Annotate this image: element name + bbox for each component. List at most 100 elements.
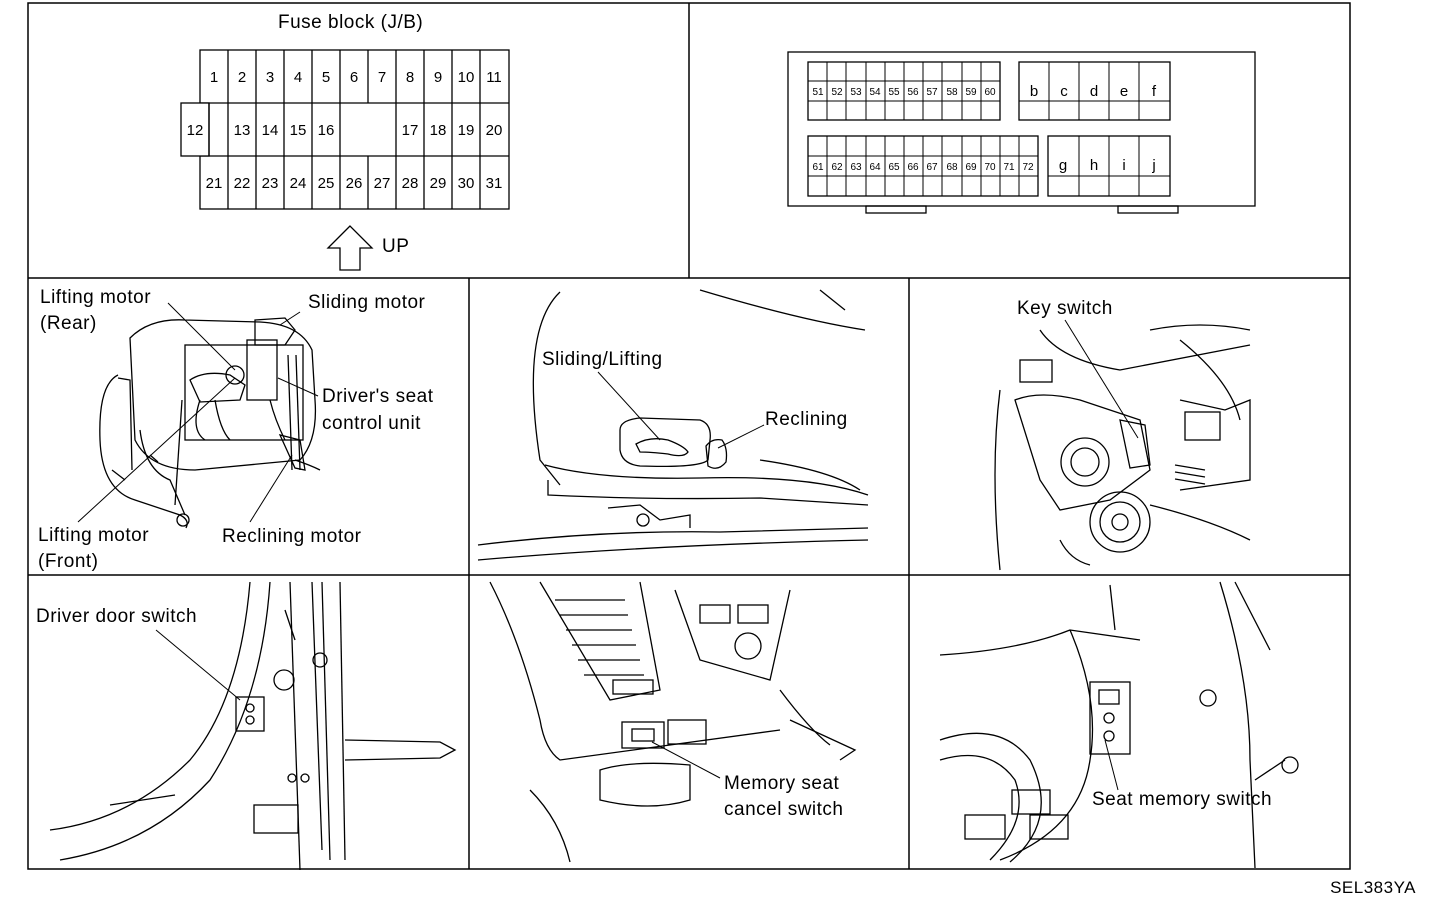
fuse-cell: 8 [406, 69, 414, 86]
fuse-cell: 18 [430, 122, 447, 139]
seat-motors-panel: Lifting motor (Rear) Sliding motor Drive… [38, 287, 434, 572]
fuse-cell: 9 [434, 69, 442, 86]
connector-cell: 62 [831, 162, 843, 173]
fuse-cell: 6 [350, 69, 358, 86]
connector-cell: d [1090, 83, 1098, 100]
connector-cell: h [1090, 157, 1098, 174]
fuse-cell: 17 [402, 122, 419, 139]
fuse-block-panel: Fuse block (J/B) 1 2 3 4 5 6 7 [180, 12, 510, 271]
label-seat-memory-switch: Seat memory switch [1092, 789, 1272, 810]
connector-cell: 57 [926, 87, 938, 98]
fuse-cell: 26 [346, 175, 363, 192]
connector-cell: 68 [946, 162, 958, 173]
fuse-cell: 22 [234, 175, 251, 192]
fuse-cell: 19 [458, 122, 475, 139]
fuse-cell: 21 [206, 175, 223, 192]
label-reclining-motor: Reclining motor [222, 526, 362, 547]
door-switch-panel: Driver door switch [36, 581, 457, 871]
connector-cell: 63 [850, 162, 862, 173]
connector-cell: 69 [965, 162, 977, 173]
door-pillar-illustration [49, 581, 457, 871]
label-cancel-switch: cancel switch [724, 799, 844, 820]
fuse-cell: 25 [318, 175, 335, 192]
fuse-cell: 16 [318, 122, 335, 139]
seat-illustration [99, 317, 321, 529]
fuse-cell: 12 [187, 122, 204, 139]
connector-cell: b [1030, 83, 1038, 100]
label-key-switch: Key switch [1017, 298, 1113, 319]
seat-switch-panel: Sliding/Lifting Reclining [477, 289, 869, 561]
label-drivers-seat-control-unit-sub: control unit [322, 413, 421, 434]
label-lifting-motor-front: Lifting motor [38, 525, 149, 546]
label-lifting-motor-front-sub: (Front) [38, 551, 99, 572]
connector-cell: j [1151, 157, 1155, 174]
connector-cell: 58 [946, 87, 958, 98]
fuse-cell: 14 [262, 122, 279, 139]
fuse-cell: 10 [458, 69, 475, 86]
connector-row-b [807, 135, 1039, 197]
fuse-block-title: Fuse block (J/B) [278, 12, 423, 33]
connector-cell: g [1059, 157, 1067, 174]
memory-switch-panel: Seat memory switch [939, 581, 1299, 869]
fuse-cell: 23 [262, 175, 279, 192]
cancel-switch-panel: Memory seat cancel switch [489, 581, 857, 863]
up-arrow-icon [326, 225, 374, 271]
fuse-cell: 15 [290, 122, 307, 139]
connector-cell: 70 [984, 162, 996, 173]
fuse-cell: 30 [458, 175, 475, 192]
fuse-cell: 4 [294, 69, 302, 86]
fuse-cell: 27 [374, 175, 391, 192]
connector-cell: 56 [907, 87, 919, 98]
label-sliding-lifting: Sliding/Lifting [542, 349, 663, 370]
connector-cell: 65 [888, 162, 900, 173]
connector-cell: 54 [869, 87, 881, 98]
connector-cell: 53 [850, 87, 862, 98]
connector-cell: 59 [965, 87, 977, 98]
connector-cell: 67 [926, 162, 938, 173]
label-driver-door-switch: Driver door switch [36, 606, 197, 627]
connector-cell: c [1060, 83, 1068, 100]
fuse-grid [180, 49, 510, 210]
connector-cell: i [1122, 157, 1125, 174]
fuse-cell: 5 [322, 69, 330, 86]
connector-cell: 60 [984, 87, 996, 98]
seat-side-illustration [477, 289, 869, 561]
steering-column-illustration [994, 324, 1251, 571]
fuse-cell: 24 [290, 175, 307, 192]
connector-cell: 61 [812, 162, 824, 173]
up-label: UP [382, 236, 409, 257]
label-memory-seat: Memory seat [724, 773, 840, 794]
label-reclining: Reclining [765, 409, 848, 430]
fuse-cell: 29 [430, 175, 447, 192]
panel-frame [27, 2, 1351, 870]
fuse-cell: 28 [402, 175, 419, 192]
connector-block-panel: 51 52 53 54 55 56 57 58 59 60 b c d e f [787, 51, 1256, 214]
connector-cell: 55 [888, 87, 900, 98]
connector-cell: 64 [869, 162, 881, 173]
fuse-cell: 7 [378, 69, 386, 86]
fuse-cell: 1 [210, 69, 218, 86]
connector-row-b-letters [1047, 135, 1171, 197]
fuse-cell: 31 [486, 175, 503, 192]
connector-cell: 52 [831, 87, 843, 98]
connector-cell: 72 [1022, 162, 1034, 173]
fuse-cell: 13 [234, 122, 251, 139]
connector-cell: 66 [907, 162, 919, 173]
connector-row-a [807, 61, 1001, 121]
label-lifting-motor-rear-sub: (Rear) [40, 313, 97, 334]
connector-row-a-letters [1018, 61, 1171, 121]
fuse-cell: 2 [238, 69, 246, 86]
figure-id: SEL383YA [1330, 878, 1416, 897]
door-trim-illustration [939, 581, 1299, 869]
console-illustration [489, 581, 857, 863]
fuse-cell: 11 [486, 69, 502, 86]
connector-cell: 51 [812, 87, 824, 98]
label-sliding-motor: Sliding motor [308, 292, 426, 313]
connector-cell: 71 [1003, 162, 1015, 173]
connector-cell: f [1152, 83, 1157, 100]
label-lifting-motor-rear: Lifting motor [40, 287, 151, 308]
fuse-cell: 20 [486, 122, 503, 139]
label-drivers-seat-control-unit: Driver's seat [322, 386, 434, 407]
connector-cell: e [1120, 83, 1128, 100]
